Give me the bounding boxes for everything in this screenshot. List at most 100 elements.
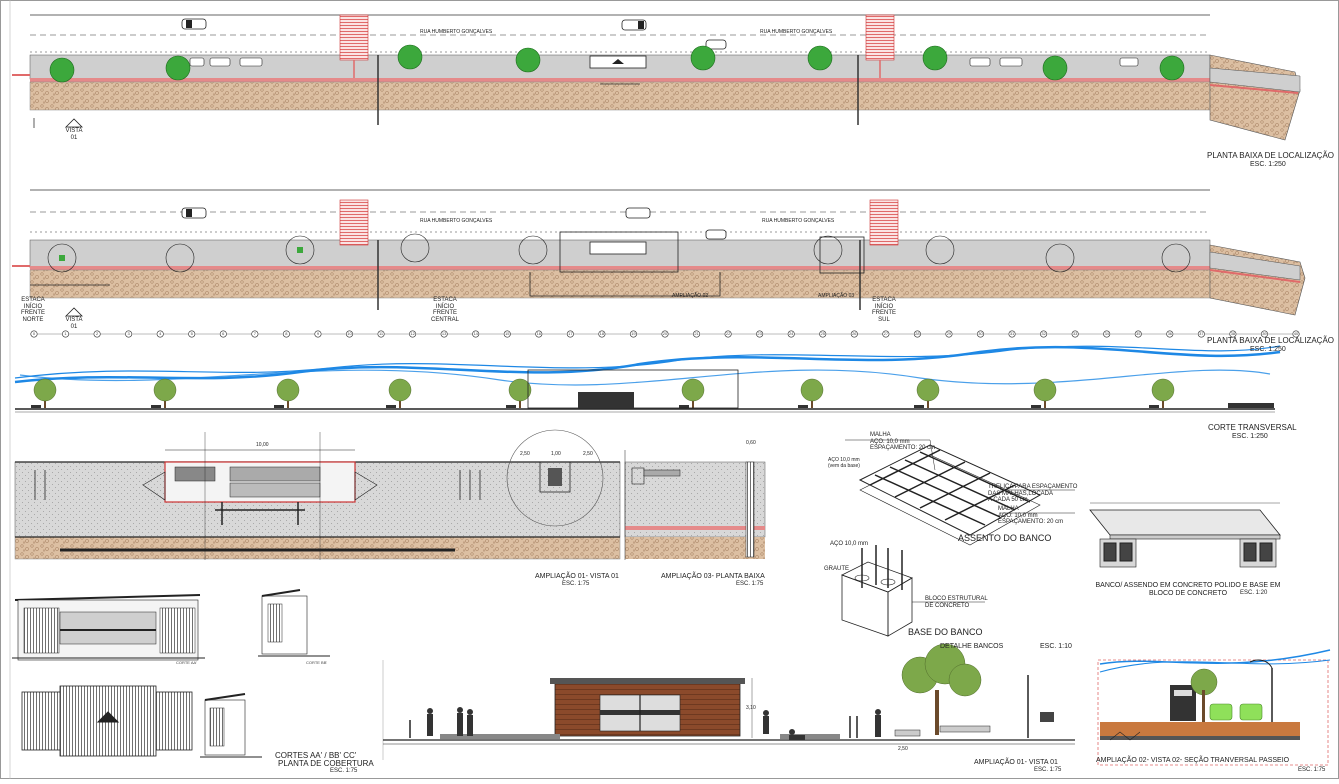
stake-marker bbox=[30, 330, 38, 338]
ampl01-scale: ESC. 1:75 bbox=[562, 581, 590, 587]
stake-marker bbox=[440, 330, 448, 338]
stake-label: 25 bbox=[820, 331, 825, 336]
stake-label: 20 bbox=[662, 331, 668, 336]
ampl02-ref: AMPLIAÇÃO 02 bbox=[672, 293, 709, 299]
stake-marker bbox=[377, 330, 385, 338]
stake-marker bbox=[1229, 330, 1237, 338]
vista01-elevation bbox=[382, 643, 1075, 760]
stake-marker bbox=[156, 330, 164, 338]
stake-marker bbox=[535, 330, 543, 338]
stake-label: 14 bbox=[473, 331, 478, 336]
stake-label: 26 bbox=[852, 331, 857, 336]
stake-marker bbox=[62, 330, 70, 338]
bench-mark bbox=[386, 405, 396, 408]
tree-canopy bbox=[800, 378, 824, 402]
stake-marker bbox=[409, 330, 417, 338]
stake-marker bbox=[219, 330, 227, 338]
stake-marker bbox=[882, 330, 890, 338]
plan-1 bbox=[12, 14, 1301, 141]
stake-marker bbox=[1260, 330, 1268, 338]
stake-marker bbox=[503, 330, 511, 338]
stake-marker bbox=[1008, 330, 1016, 338]
cut-bb-label: CORTE BB' bbox=[306, 660, 328, 665]
section-scale: ESC. 1:250 bbox=[1232, 433, 1268, 440]
stake-label: 36 bbox=[1167, 331, 1173, 336]
cut-aa-label: CORTE AA' bbox=[176, 660, 197, 665]
stake-marker bbox=[756, 330, 764, 338]
stake-label: 4 bbox=[159, 331, 162, 336]
stake-label: 10 bbox=[347, 331, 352, 336]
stake-label: 6 bbox=[222, 331, 225, 336]
plan2-scale: ESC. 1:250 bbox=[1250, 346, 1286, 353]
ampl01-dim-top: 10,00 bbox=[256, 442, 269, 448]
bench-3d bbox=[1089, 502, 1281, 568]
stake-marker bbox=[314, 330, 322, 338]
cortes-elevation bbox=[12, 589, 330, 758]
vista01-dim: 2,50 bbox=[898, 746, 908, 752]
stake-label: 34 bbox=[1104, 331, 1109, 336]
stake-label: 21 bbox=[694, 331, 699, 336]
stake-marker bbox=[945, 330, 953, 338]
cortes-scale: ESC. 1:75 bbox=[330, 768, 358, 774]
stake-marker bbox=[566, 330, 574, 338]
stake-label: 37 bbox=[1199, 331, 1204, 336]
stake-label: 17 bbox=[568, 331, 573, 336]
bench-mark bbox=[151, 405, 161, 408]
seat-title: ASSENTO DO BANCO bbox=[958, 533, 1052, 543]
section-title: CORTE TRANSVERSAL bbox=[1208, 423, 1297, 432]
stake-marker bbox=[693, 330, 701, 338]
seat-detail bbox=[845, 439, 1075, 546]
cortes-title: CORTES AA' / BB' CC' bbox=[275, 751, 357, 760]
stake-marker bbox=[976, 330, 984, 338]
stake-marker bbox=[251, 330, 259, 338]
stake-marker bbox=[1040, 330, 1048, 338]
stake-label: 31 bbox=[1009, 331, 1015, 336]
bench-caption: BANCO/ ASSENDO EM CONCRETO POLIDO E BASE… bbox=[1095, 582, 1281, 597]
bench-mark bbox=[1149, 405, 1159, 408]
detail-scale: ESC. 1:10 bbox=[1040, 643, 1072, 650]
stake-label: 12 bbox=[410, 331, 415, 336]
ampl01-title: AMPLIAÇÃO 01- VISTA 01 bbox=[535, 573, 619, 580]
stake-label: 19 bbox=[631, 331, 636, 336]
stake-marker bbox=[913, 330, 921, 338]
stake-marker bbox=[598, 330, 606, 338]
ampl03-ref: AMPLIAÇÃO 03 bbox=[818, 293, 855, 299]
stake-label: 1 bbox=[64, 331, 67, 336]
ampl03-dim-side: 0,60 bbox=[746, 440, 756, 446]
ampl03-scale: ESC. 1:75 bbox=[736, 581, 764, 587]
ampl03-dim-3: 2,50 bbox=[583, 451, 593, 457]
stake-label: 5 bbox=[190, 331, 193, 336]
cortes-subtitle: PLANTA DE COBERTURA bbox=[278, 759, 374, 768]
stake-marker bbox=[1071, 330, 1079, 338]
stake-label: 40 bbox=[1293, 331, 1299, 336]
stake-label: 39 bbox=[1262, 331, 1267, 336]
stake-label: 3 bbox=[127, 331, 130, 336]
stake-label: 16 bbox=[536, 331, 542, 336]
ampl03-dim-1: 2,50 bbox=[520, 451, 530, 457]
tree-canopy bbox=[916, 378, 940, 402]
stake-label: 28 bbox=[915, 331, 920, 336]
ampl03-plan bbox=[506, 429, 766, 560]
plan2-title: PLANTA BAIXA DE LOCALIZAÇÃO bbox=[1207, 336, 1335, 345]
bench-mark bbox=[679, 405, 689, 408]
stake-label: 13 bbox=[441, 331, 447, 336]
stake-marks bbox=[30, 330, 1300, 338]
vista01-title: AMPLIAÇÃO 01- VISTA 01 bbox=[974, 759, 1058, 766]
stake-marker bbox=[850, 330, 858, 338]
base-title: BASE DO BANCO bbox=[908, 627, 983, 637]
stake-label: 8 bbox=[285, 331, 288, 336]
tree-canopy bbox=[1151, 378, 1175, 402]
base-detail bbox=[840, 545, 985, 637]
bench-mark bbox=[798, 405, 808, 408]
base-graute: GRAUTE bbox=[824, 566, 850, 572]
stake-marker bbox=[787, 330, 795, 338]
stake-label: 38 bbox=[1230, 331, 1236, 336]
stake-label: 29 bbox=[946, 331, 952, 336]
cross-section bbox=[14, 345, 1281, 413]
plan1-scale: ESC. 1:250 bbox=[1250, 161, 1286, 168]
